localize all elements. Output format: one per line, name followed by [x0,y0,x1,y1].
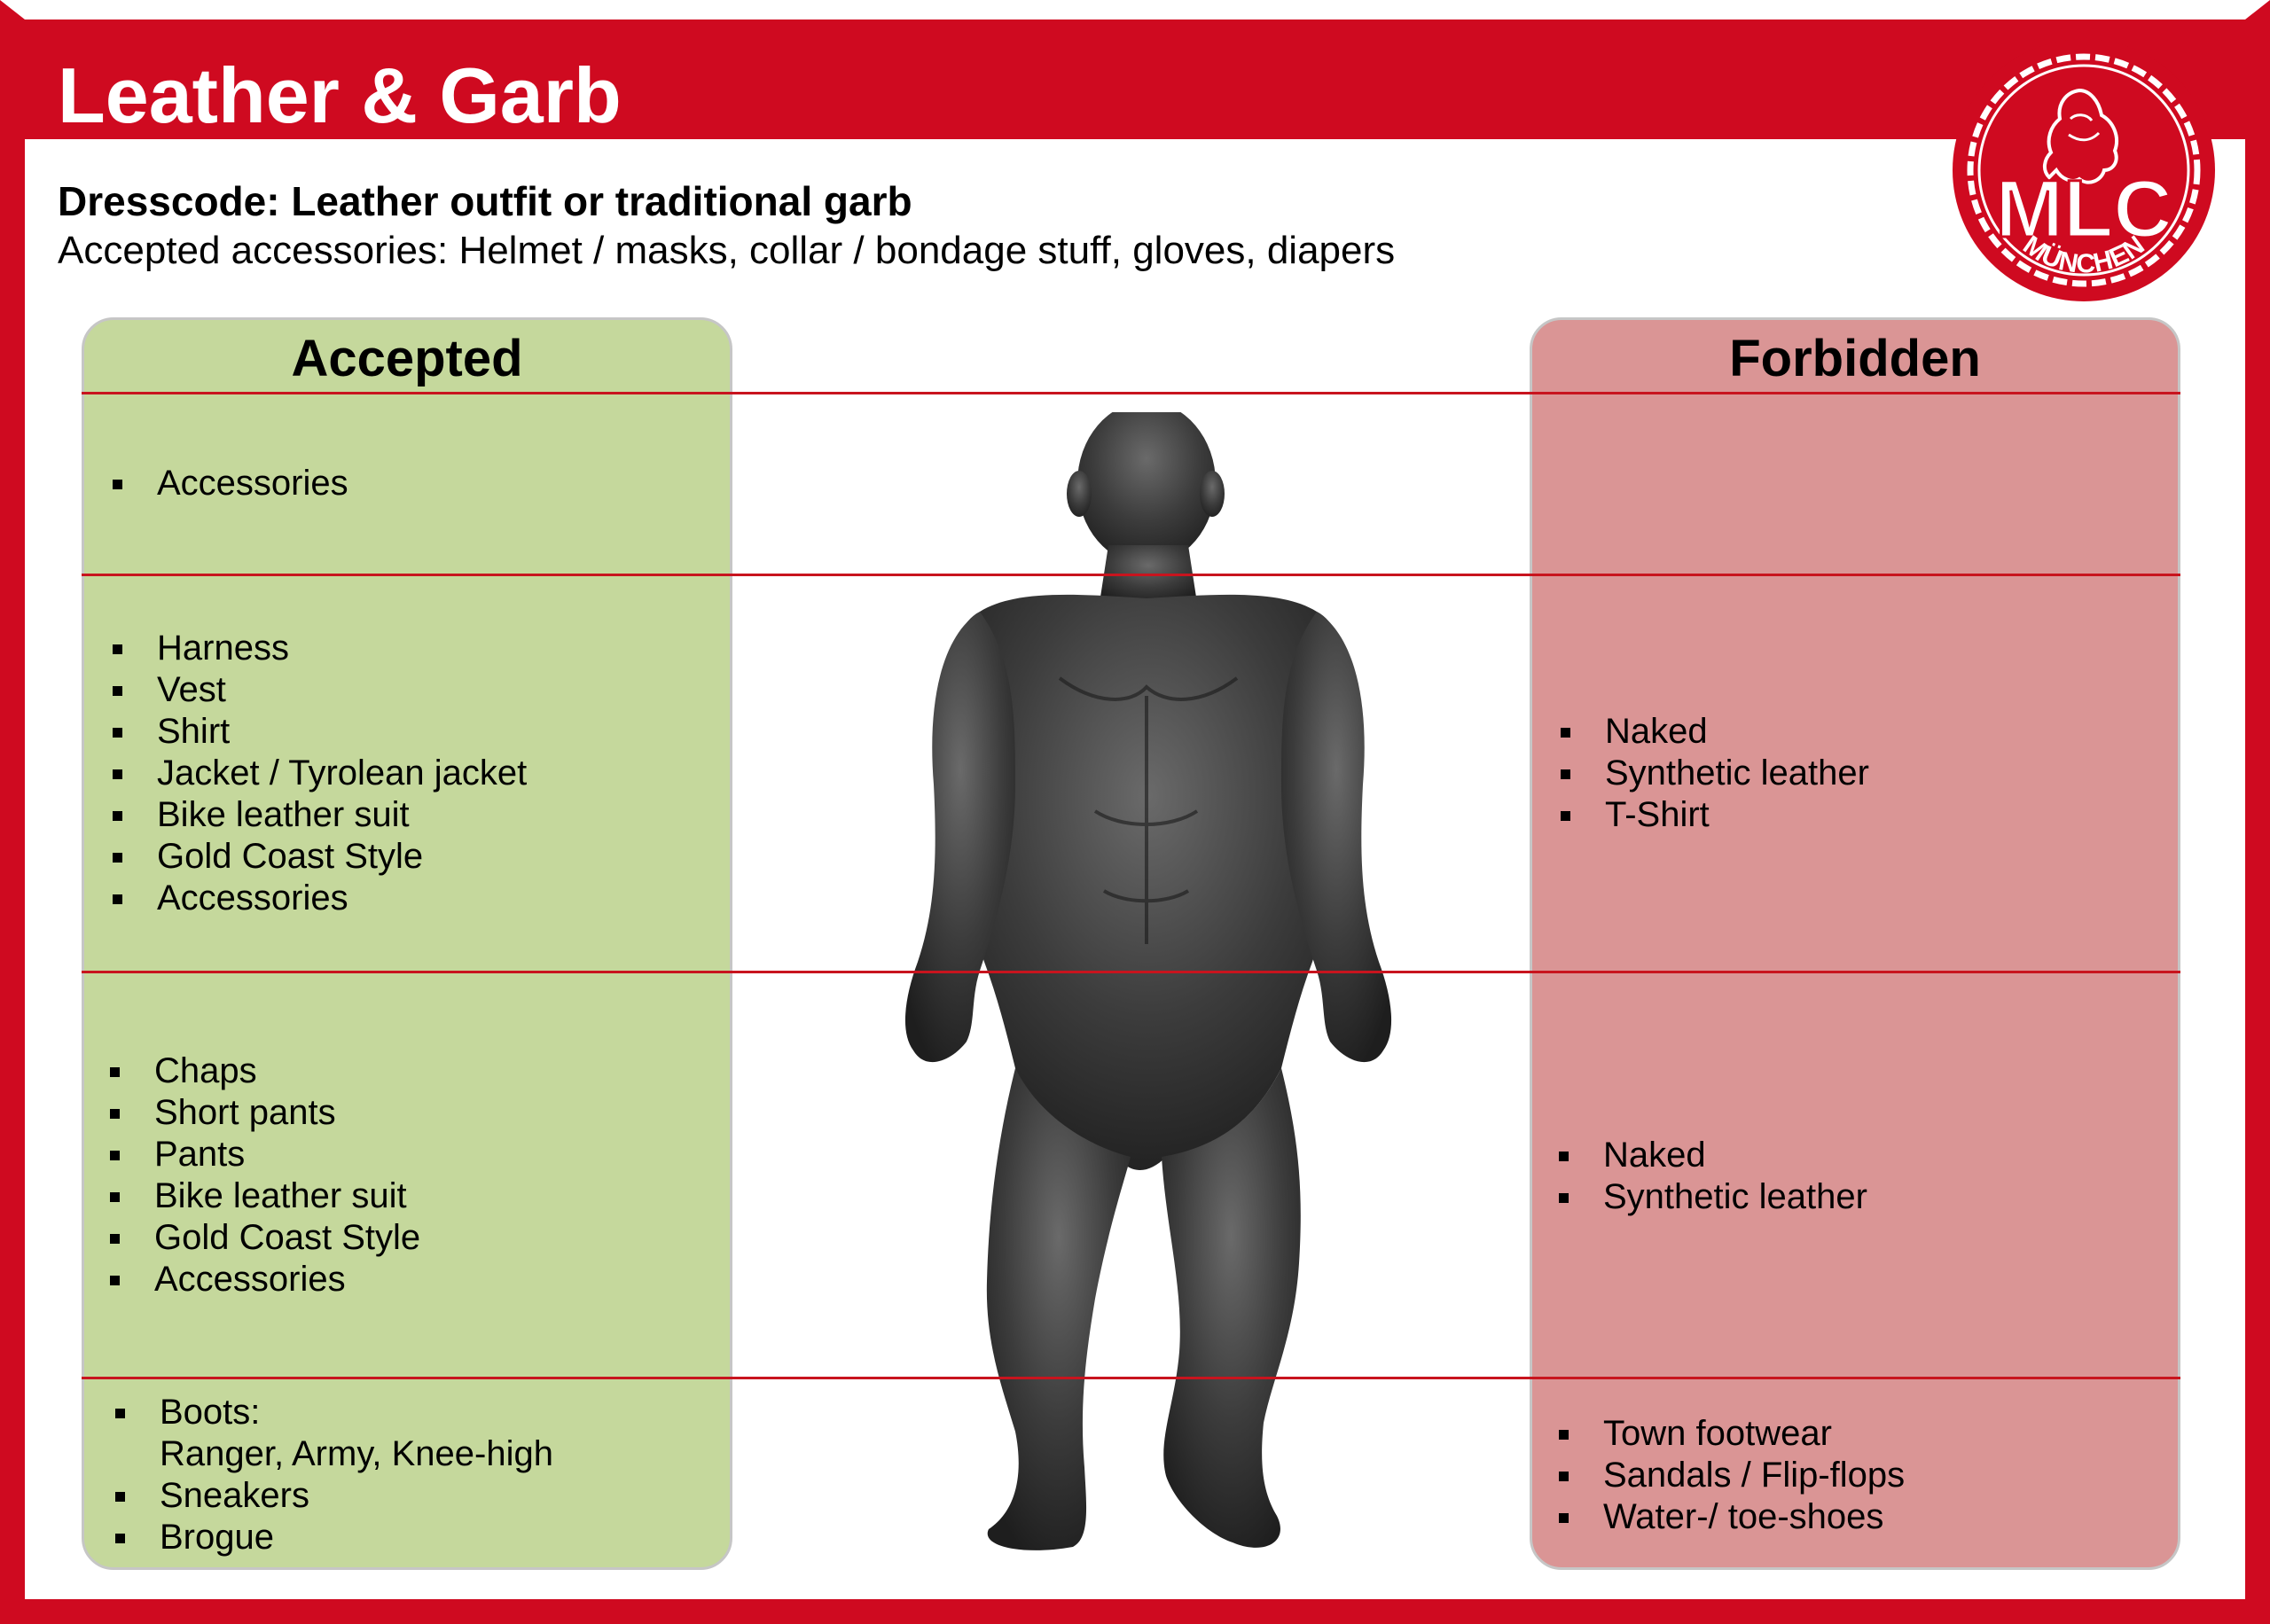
title-bar: Leather & Garb [0,20,2270,139]
forbidden-feet-list: Town footwear Sandals / Flip-flops Water… [1559,1413,1905,1538]
list-item: Bike leather suit [110,1175,420,1217]
bullet-icon [1559,1430,1569,1440]
logo-text: MLC [1995,164,2172,254]
bullet-icon [113,769,122,779]
list-item: Water-/ toe-shoes [1559,1496,1905,1538]
accepted-legs-list: Chaps Short pants Pants Bike leather sui… [110,1050,420,1300]
list-item: Naked [1559,1135,1867,1176]
bullet-icon [1559,1513,1569,1523]
list-item: Gold Coast Style [113,836,527,878]
mlc-logo: MLC MÜNCHEN [1953,39,2215,301]
bullet-icon [1561,769,1570,779]
list-item: Accessories [113,878,527,919]
bullet-icon [115,1492,125,1502]
bullet-icon [115,1409,125,1418]
list-item: T-Shirt [1561,794,1869,836]
list-item: Pants [110,1134,420,1175]
list-item: Vest [113,669,527,711]
row-divider [82,574,2180,576]
list-item: Sandals / Flip-flops [1559,1455,1905,1496]
bullet-icon [1561,728,1570,738]
bullet-icon [110,1151,120,1160]
list-item: Synthetic leather [1559,1176,1867,1218]
bullet-icon [113,644,122,654]
list-item: Accessories [110,1259,420,1300]
row-divider [82,392,2180,394]
bullet-icon [1561,811,1570,821]
accepted-feet-list: Boots: Ranger, Army, Knee-high Sneakers … [115,1392,553,1558]
list-item: Short pants [110,1092,420,1134]
bullet-icon [115,1534,125,1543]
bullet-icon [113,853,122,863]
list-item: Town footwear [1559,1413,1905,1455]
bullet-icon [1559,1193,1569,1203]
list-item: Ranger, Army, Knee-high [160,1434,553,1473]
bullet-icon [113,894,122,904]
bullet-icon [113,811,122,821]
accepted-accessories-text: Accepted accessories: Helmet / masks, co… [58,229,1396,272]
bullet-icon [1559,1152,1569,1161]
bullet-icon [113,480,122,489]
accepted-panel: Accepted [82,317,732,1570]
list-item: Jacket / Tyrolean jacket [113,753,527,794]
body-silhouette [904,412,1392,1550]
list-item: Boots: [115,1392,553,1433]
row-divider [82,1377,2180,1379]
forbidden-panel: Forbidden [1530,317,2180,1570]
list-item: Sneakers [115,1475,553,1517]
bullet-icon [110,1192,120,1202]
bullet-icon [1559,1472,1569,1481]
bullet-icon [110,1067,120,1077]
list-item: Gold Coast Style [110,1217,420,1259]
list-item: Brogue [115,1517,553,1558]
accepted-head-list: Accessories [113,463,348,504]
forbidden-heading: Forbidden [1729,330,1981,387]
bullet-icon [110,1234,120,1244]
accepted-heading: Accepted [291,330,523,387]
list-item: Chaps [110,1050,420,1092]
bullet-icon [110,1109,120,1119]
list-item: Accessories [113,463,348,504]
accepted-torso-list: Harness Vest Shirt Jacket / Tyrolean jac… [113,628,527,919]
list-item: Synthetic leather [1561,753,1869,794]
forbidden-legs-list: Naked Synthetic leather [1559,1135,1867,1218]
bullet-icon [113,728,122,738]
bullet-icon [110,1276,120,1285]
bullet-icon [113,686,122,696]
forbidden-torso-list: Naked Synthetic leather T-Shirt [1561,711,1869,836]
list-item: Shirt [113,711,527,753]
page-title: Leather & Garb [58,51,622,139]
row-divider [82,971,2180,973]
list-item: Naked [1561,711,1869,753]
dresscode-heading: Dresscode: Leather outfit or traditional… [58,178,912,224]
list-item: Bike leather suit [113,794,527,836]
list-item: Harness [113,628,527,669]
